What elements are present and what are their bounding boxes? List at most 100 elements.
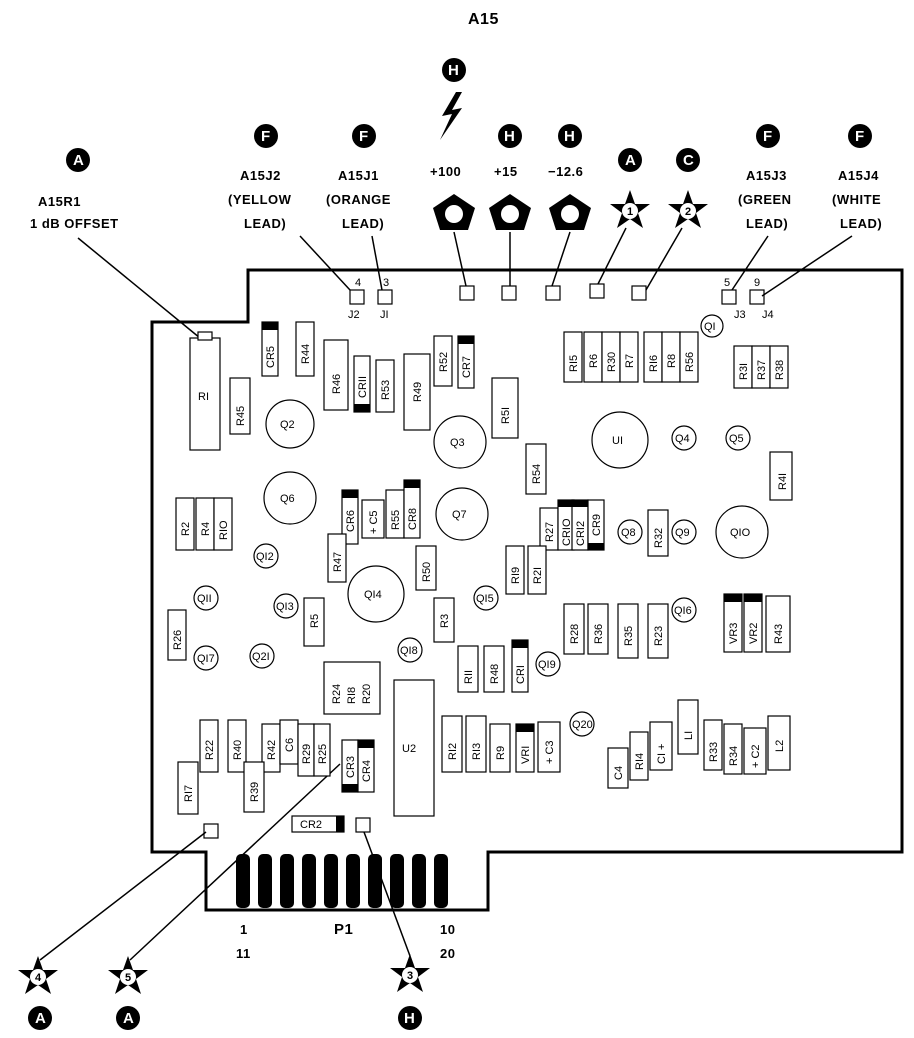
- p1-pin-10: 10: [440, 922, 455, 937]
- a-callout-r1: A: [66, 148, 90, 172]
- svg-text:VRI: VRI: [520, 746, 532, 764]
- tp-plus15-pentagon: [489, 194, 531, 230]
- r26: R26: [167, 609, 187, 661]
- svg-text:CRII: CRII: [357, 376, 369, 398]
- svg-text:R30: R30: [606, 352, 618, 372]
- r50: R50: [415, 545, 437, 591]
- j1-label-line2: (ORANGE: [326, 192, 391, 207]
- p1-pin-11: 11: [236, 946, 251, 961]
- svg-text:H: H: [448, 62, 459, 79]
- r27: R27: [539, 507, 559, 551]
- svg-text:Q6: Q6: [280, 493, 295, 505]
- r22: R22: [199, 719, 219, 773]
- svg-text:R7: R7: [624, 354, 636, 368]
- a-callout-tp5: A: [116, 1006, 140, 1030]
- tp-minus12-pentagon: [549, 194, 591, 230]
- f-callout-j4: F: [848, 124, 872, 148]
- pad-minus12: [545, 285, 561, 301]
- svg-text:R49: R49: [412, 382, 424, 402]
- svg-text:C4: C4: [613, 766, 625, 780]
- cr6: CR6: [341, 489, 359, 545]
- c2: + C2: [743, 727, 767, 775]
- j3-label-line1: A15J3: [746, 168, 787, 183]
- svg-text:RI: RI: [198, 391, 209, 403]
- svg-text:RI2: RI2: [447, 743, 459, 760]
- svg-text:R37: R37: [756, 360, 768, 380]
- r34: R34: [723, 723, 743, 775]
- svg-text:RII: RII: [463, 670, 475, 684]
- v15-label: +15: [494, 164, 518, 179]
- r52: R52: [433, 335, 453, 387]
- svg-text:QI2: QI2: [256, 551, 274, 563]
- j3-label-line2: (GREEN: [738, 192, 792, 207]
- cr8: CR8: [403, 479, 421, 539]
- svg-text:R28: R28: [569, 624, 581, 644]
- r13: RI3: [465, 715, 487, 773]
- svg-text:QI3: QI3: [276, 601, 294, 613]
- jack-j1: 3 JI: [377, 277, 393, 321]
- svg-text:C6: C6: [284, 738, 296, 752]
- svg-text:+ C2: + C2: [750, 744, 762, 768]
- pad-plus100: [459, 285, 475, 301]
- p1-pin-20: 20: [440, 946, 455, 961]
- svg-text:R53: R53: [380, 380, 392, 400]
- svg-text:CR5: CR5: [265, 346, 277, 368]
- r10: RIO: [213, 497, 233, 551]
- svg-text:H: H: [564, 128, 575, 145]
- svg-text:CR8: CR8: [407, 508, 419, 530]
- test-point-1-star: 1: [610, 190, 650, 228]
- r43: R43: [765, 595, 791, 653]
- test-point-4-star: 4: [18, 956, 58, 994]
- r38: R38: [769, 345, 789, 389]
- r28: R28: [563, 603, 585, 655]
- svg-text:QI4: QI4: [364, 589, 382, 601]
- svg-text:R39: R39: [249, 782, 261, 802]
- svg-text:R5: R5: [309, 614, 321, 628]
- c4: C4: [607, 747, 629, 789]
- r2: R2: [175, 497, 195, 551]
- r40: R40: [227, 719, 247, 773]
- j2-label-line2: (YELLOW: [228, 192, 292, 207]
- svg-text:Q2: Q2: [280, 419, 295, 431]
- test-point-3-star: 3: [390, 954, 430, 992]
- cr7: CR7: [457, 335, 475, 389]
- q9-transistor: Q9: [671, 519, 697, 545]
- v100-label: +100: [430, 164, 461, 179]
- r30: R30: [601, 331, 621, 383]
- svg-text:CRI: CRI: [515, 665, 527, 684]
- q7-transistor: Q7: [435, 487, 489, 541]
- vneg-label: −12.6: [548, 164, 583, 179]
- r42: R42: [261, 723, 281, 773]
- h-callout-15: H: [498, 124, 522, 148]
- r7: R7: [619, 331, 639, 383]
- svg-text:QI5: QI5: [476, 593, 494, 605]
- svg-text:RI4: RI4: [634, 753, 646, 770]
- svg-text:3: 3: [407, 970, 413, 982]
- r41: R4I: [769, 451, 793, 501]
- svg-text:L2: L2: [774, 740, 786, 752]
- c5: + C5: [361, 499, 385, 539]
- pad-tp1: [589, 283, 605, 299]
- j4-label-line2: (WHITE: [832, 192, 881, 207]
- svg-text:J3: J3: [734, 309, 746, 321]
- svg-text:QI8: QI8: [400, 645, 418, 657]
- l2: L2: [767, 715, 791, 771]
- svg-text:R24: R24: [331, 684, 343, 704]
- svg-text:J4: J4: [762, 309, 774, 321]
- svg-text:Q3: Q3: [450, 437, 465, 449]
- q1-transistor: QI: [700, 314, 724, 338]
- svg-text:F: F: [855, 128, 864, 145]
- r53: R53: [375, 359, 395, 413]
- j2-label-line1: A15J2: [240, 168, 281, 183]
- q12-transistor: QI2: [253, 543, 279, 569]
- cr1: CRI: [511, 639, 529, 693]
- tp-plus100-pentagon: [433, 194, 475, 230]
- leader-lines: [39, 227, 853, 961]
- svg-text:CRI2: CRI2: [575, 521, 587, 546]
- svg-text:R6: R6: [588, 354, 600, 368]
- pad-tp2: [631, 285, 647, 301]
- pad-plus15: [501, 285, 517, 301]
- jack-j4: 9 J4: [749, 277, 774, 321]
- diagram-title: A15: [468, 11, 499, 28]
